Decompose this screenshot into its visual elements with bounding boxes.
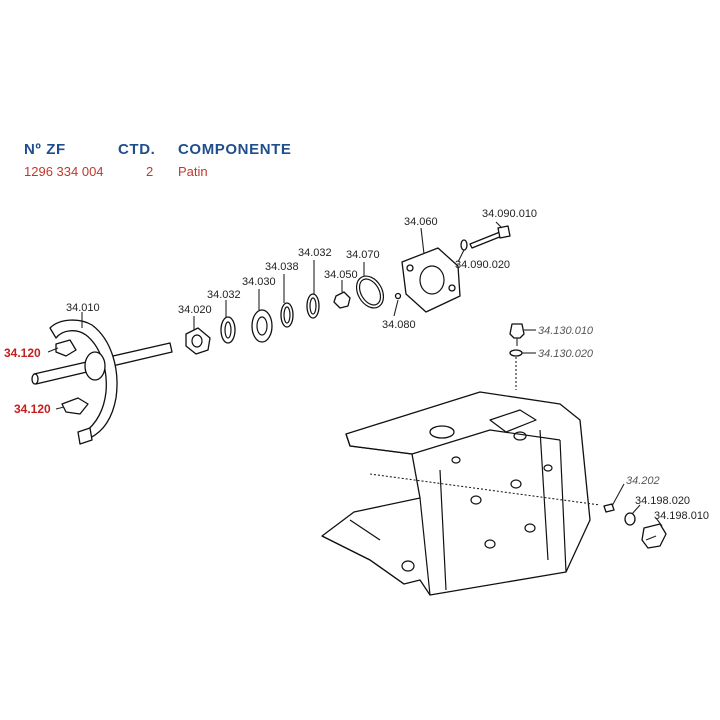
breather-part[interactable] <box>509 323 525 346</box>
label-34-060: 34.060 <box>404 216 438 228</box>
row-part-number: 1296 334 004 <box>24 164 104 179</box>
label-34-090-020: 34.090.020 <box>455 259 510 271</box>
label-34-198-010: 34.198.010 <box>654 510 709 522</box>
label-34-010: 34.010 <box>66 302 100 314</box>
label-34-030: 34.030 <box>242 276 276 288</box>
ring-part-b[interactable] <box>306 293 320 319</box>
label-34-202: 34.202 <box>626 475 660 487</box>
bolt-part[interactable] <box>469 225 511 249</box>
switch-part[interactable] <box>641 523 667 549</box>
label-34-090-010: 34.090.010 <box>482 208 537 220</box>
label-34-120-upper[interactable]: 34.120 <box>4 346 41 360</box>
header-part-number: Nº ZF <box>24 141 66 158</box>
label-34-130-020: 34.130.020 <box>538 348 594 360</box>
row-quantity: 2 <box>146 164 154 179</box>
label-34-050: 34.050 <box>324 269 358 281</box>
nut-part[interactable] <box>333 291 351 309</box>
o-ring-part[interactable] <box>351 271 389 312</box>
label-34-070: 34.070 <box>346 249 380 261</box>
switch-plug-part[interactable] <box>603 503 615 513</box>
label-34-130-010: 34.130.010 <box>538 325 594 337</box>
label-34-038: 34.038 <box>265 261 299 273</box>
row-component: Patin <box>178 164 208 179</box>
shift-fork[interactable] <box>31 319 173 445</box>
washer-part[interactable] <box>460 239 468 251</box>
label-34-080: 34.080 <box>382 319 416 331</box>
pin-part[interactable] <box>394 292 402 300</box>
spacer-part[interactable] <box>280 302 294 328</box>
leader-lines <box>47 221 663 527</box>
gearbox-housing <box>321 391 591 596</box>
header-quantity: CTD. <box>118 141 156 158</box>
label-34-032-b: 34.032 <box>298 247 332 259</box>
breather-washer-part[interactable] <box>509 349 523 357</box>
cover-part[interactable] <box>401 247 461 313</box>
label-34-032-a: 34.032 <box>207 289 241 301</box>
switch-washer-part[interactable] <box>624 512 636 526</box>
header-component: COMPONENTE <box>178 141 292 158</box>
bearing-part[interactable] <box>251 309 273 343</box>
label-34-198-020: 34.198.020 <box>635 495 690 507</box>
ring-part-a[interactable] <box>220 316 236 344</box>
label-34-020: 34.020 <box>178 304 212 316</box>
seal-housing-part[interactable] <box>185 327 211 355</box>
label-34-120-lower[interactable]: 34.120 <box>14 402 51 416</box>
